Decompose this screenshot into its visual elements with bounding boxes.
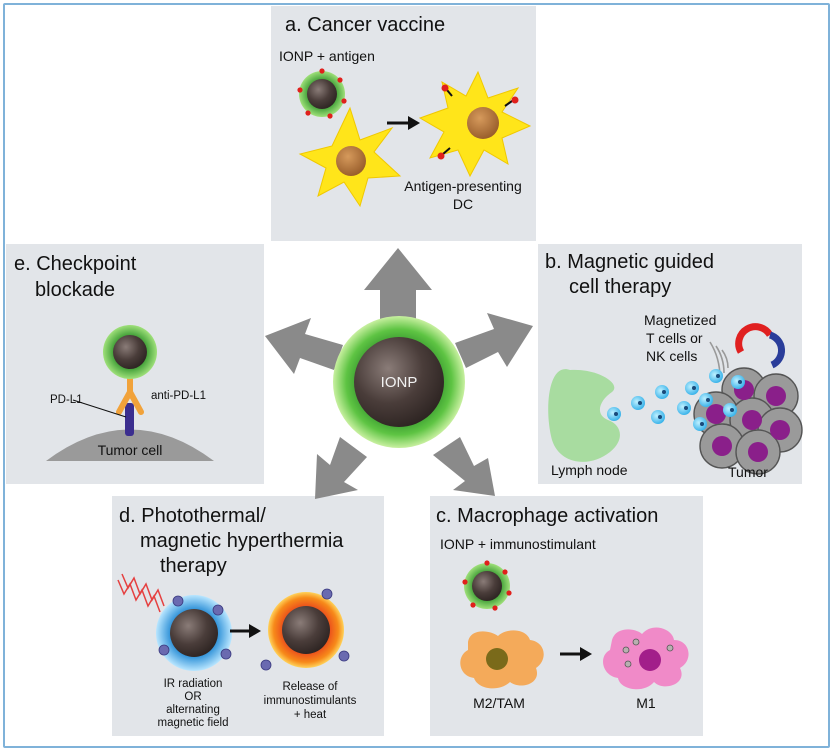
pdl1-pointer-line	[72, 399, 127, 418]
arrow-right-icon	[230, 624, 261, 638]
dendritic-cell-presenting	[418, 70, 532, 178]
arrow-right-icon	[455, 313, 533, 368]
t-cells	[607, 369, 745, 431]
panel-d: d. Photothermal/ magnetic hyperthermia t…	[117, 505, 357, 729]
panel-b-title-line-2: cell therapy	[569, 276, 671, 298]
ionp-heated	[260, 588, 350, 671]
panel-b-cells-label-line-1: Magnetized	[644, 312, 716, 328]
ir-wave-icon	[117, 573, 165, 613]
panel-d-left-caption-line-1: IR radiation	[164, 678, 223, 690]
panel-b-title-line-1: b. Magnetic guided	[545, 251, 714, 273]
panel-b-lymph-node-label: Lymph node	[551, 462, 628, 478]
panel-a-subtitle: IONP + antigen	[279, 48, 375, 64]
panel-e-anti-pdl1-label: anti-PD-L1	[151, 390, 206, 402]
lymph-node	[548, 369, 620, 462]
panel-c: c. Macrophage activation IONP + immunost…	[436, 505, 689, 711]
arrow-right-icon	[560, 647, 592, 661]
ionp-particle	[103, 325, 157, 379]
panel-e: e. Checkpoint blockade Tumor cell PD-L1 …	[14, 253, 214, 461]
macrophage-m1	[603, 627, 689, 690]
panel-d-title-line-2: magnetic hyperthermia	[140, 530, 344, 552]
panel-b-cells-label-line-2: T cells or	[646, 330, 703, 346]
panel-d-left-caption-line-4: magnetic field	[158, 717, 229, 729]
panel-d-title-line-1: d. Photothermal/	[119, 505, 266, 527]
panel-c-m1-label: M1	[636, 695, 656, 711]
panel-d-right-caption-line-2: immunostimulants	[264, 695, 357, 707]
panel-c-subtitle: IONP + immunostimulant	[440, 536, 596, 552]
panel-c-title: c. Macrophage activation	[436, 505, 658, 527]
panel-a-caption-line-2: DC	[453, 196, 473, 212]
panel-a: a. Cancer vaccine IONP + antigen	[279, 14, 532, 212]
panel-c-m2-label: M2/TAM	[473, 695, 525, 711]
tumor-cell-dome	[46, 429, 214, 461]
panel-d-right-caption-line-3: + heat	[294, 709, 327, 721]
panel-c-background	[430, 496, 703, 736]
arrow-down-right-icon	[433, 437, 495, 496]
arrow-up-icon	[364, 248, 432, 323]
panel-d-left-caption-line-2: OR	[184, 691, 201, 703]
panel-e-tumor-cell-label: Tumor cell	[98, 442, 163, 458]
arrow-left-icon	[265, 318, 343, 374]
panel-b-cells-label-line-3: NK cells	[646, 348, 697, 364]
dendritic-cell-immature	[298, 106, 402, 208]
panel-b-tumor-label: Tumor	[728, 464, 768, 480]
panel-e-pdl1-label: PD-L1	[50, 394, 83, 406]
panel-d-left-caption-line-3: alternating	[166, 704, 220, 716]
ionp-immunostimulant-particle	[462, 560, 512, 611]
arrow-right-icon	[387, 116, 420, 130]
pdl1-receptor	[125, 403, 134, 436]
panel-d-title-line-3: therapy	[160, 555, 227, 577]
center-ionp-label: IONP	[381, 374, 418, 391]
magnet-icon	[709, 323, 785, 379]
arrow-down-left-icon	[315, 437, 367, 499]
center-ionp: IONP	[333, 316, 465, 448]
panel-d-right-caption-line-1: Release of	[283, 681, 339, 693]
tumor-mass	[693, 367, 803, 475]
macrophage-m2	[460, 630, 544, 689]
gray-arrows	[265, 248, 533, 499]
ionp-antigen-particle	[297, 68, 347, 119]
panel-a-title: a. Cancer vaccine	[285, 14, 445, 36]
panel-e-title-line-2: blockade	[35, 279, 115, 301]
panel-a-caption-line-1: Antigen-presenting	[404, 178, 522, 194]
panel-e-title-line-1: e. Checkpoint	[14, 253, 137, 275]
panel-b: b. Magnetic guided cell therapy Magnetiz…	[545, 251, 803, 480]
ionp-blue-shell	[156, 595, 232, 671]
